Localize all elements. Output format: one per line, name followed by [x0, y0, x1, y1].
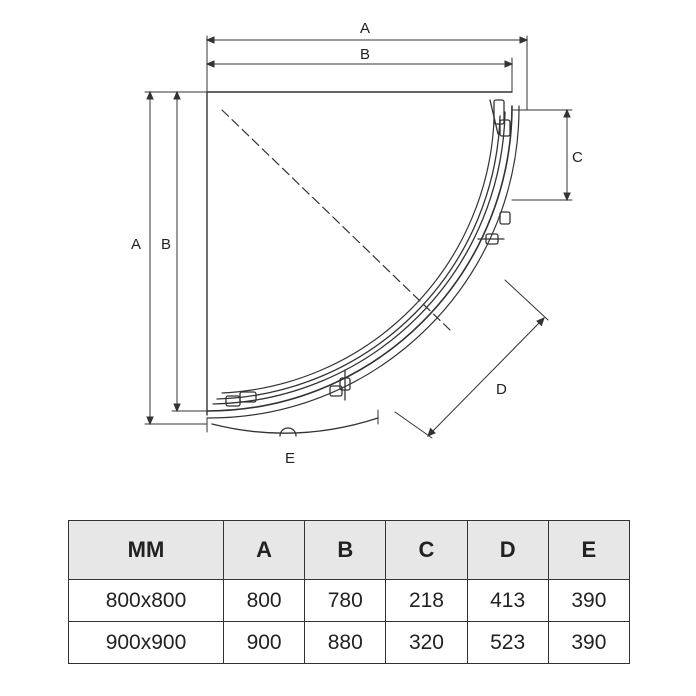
dim-label-d: D [496, 381, 507, 398]
header-a: A [222, 520, 306, 580]
cell-b: 780 [304, 579, 387, 622]
cell-size: 800x800 [68, 579, 224, 622]
cell-c: 320 [385, 621, 468, 664]
dim-label-left-b: B [161, 236, 171, 253]
dimensions-table: MM A B C D E 800x800 800 780 218 413 390… [68, 520, 631, 664]
dim-label-top-a: A [360, 20, 370, 37]
cell-a: 900 [222, 621, 306, 664]
header-e: E [547, 520, 631, 580]
header-b: B [304, 520, 387, 580]
wall-outline [206, 91, 513, 416]
dimension-c [511, 108, 573, 202]
table-row: 800x800 800 780 218 413 390 [68, 579, 631, 622]
cell-c: 218 [385, 579, 468, 622]
table-header-row: MM A B C D E [68, 520, 631, 580]
cell-d: 523 [466, 621, 549, 664]
curved-door-panels [206, 105, 520, 419]
dimension-d [394, 279, 549, 439]
cell-a: 800 [222, 579, 306, 622]
cell-d: 413 [466, 579, 549, 622]
header-c: C [385, 520, 468, 580]
shower-enclosure-diagram: A B A B C D E [131, 20, 583, 467]
drain-symbol [279, 427, 297, 437]
dimension-left [144, 90, 208, 426]
cell-size: 900x900 [68, 621, 224, 664]
diagonal-dashed-line [221, 109, 451, 331]
dimension-e [206, 409, 379, 433]
cell-e: 390 [547, 579, 631, 622]
table-row: 900x900 900 880 320 523 390 [68, 621, 631, 664]
door-handles [225, 99, 511, 407]
cell-e: 390 [547, 621, 631, 664]
header-d: D [466, 520, 549, 580]
dimension-top [205, 35, 529, 111]
cell-b: 880 [304, 621, 387, 664]
dim-label-e: E [285, 450, 295, 467]
dim-label-top-b: B [360, 46, 370, 63]
header-mm: MM [68, 520, 224, 580]
dim-label-left-a: A [131, 236, 141, 253]
dim-label-c: C [572, 149, 583, 166]
